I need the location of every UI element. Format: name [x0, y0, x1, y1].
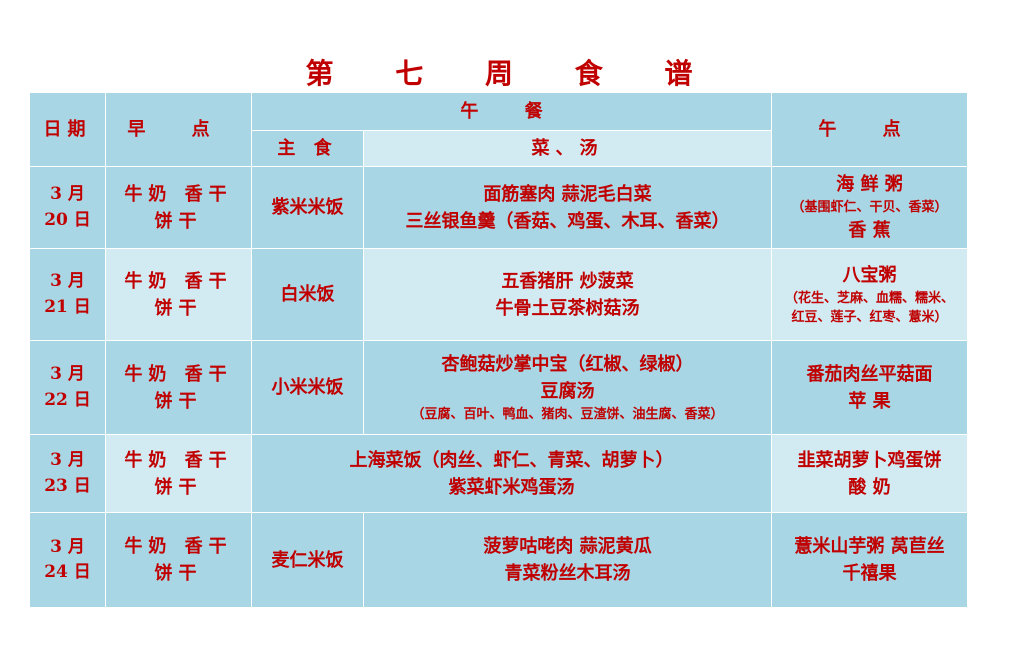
breakfast-line: 饼干: [154, 390, 203, 412]
breakfast-cell: 牛奶 香干 饼干: [105, 512, 252, 608]
header-breakfast: 早 点: [105, 92, 252, 167]
breakfast-line: 饼干: [154, 297, 203, 319]
staple-cell: 紫米米饭: [251, 166, 364, 249]
page-title: 第 七 周 食 谱: [305, 57, 719, 90]
dishes-cell: 五香猪肝 炒菠菜 牛骨土豆茶树菇汤: [363, 248, 772, 341]
breakfast-cell: 牛奶 香干 饼干: [105, 166, 252, 249]
date-month: 3 月: [50, 271, 85, 291]
date-day: 20 日: [44, 209, 91, 230]
snack-cell: 薏米山芋粥 莴苣丝 千禧果: [771, 512, 968, 608]
lunch-line: 上海菜饭（肉丝、虾仁、青菜、胡萝卜）: [349, 449, 674, 471]
table-row: 3 月 20 日 牛奶 香干 饼干 紫米米饭 面筋塞肉 蒜泥毛白菜 三丝银鱼羹（…: [29, 166, 968, 249]
breakfast-line: 牛奶 香干: [124, 183, 233, 205]
date-month: 3 月: [50, 364, 85, 384]
table-row: 3 月 22 日 牛奶 香干 饼干 小米米饭 杏鲍菇炒掌中宝（红椒、绿椒） 豆腐…: [29, 340, 968, 435]
dish-line: 牛骨土豆茶树菇汤: [495, 297, 640, 319]
date-cell: 3 月 23 日: [29, 434, 106, 513]
subheader-row: 主 食 菜、汤: [30, 130, 968, 167]
snack-cell: 韭菜胡萝卜鸡蛋饼 酸 奶: [771, 434, 968, 513]
dish-line: 青菜粉丝木耳汤: [504, 563, 631, 584]
dishes-cell: 面筋塞肉 蒜泥毛白菜 三丝银鱼羹（香菇、鸡蛋、木耳、香菜）: [363, 166, 772, 249]
date-month: 3 月: [50, 450, 85, 470]
dish-line: 菠萝咕咾肉 蒜泥黄瓜: [483, 536, 652, 557]
breakfast-line: 牛奶 香干: [124, 363, 233, 385]
snack-line: 番茄肉丝平菇面: [806, 363, 933, 385]
snack-line: 千禧果: [842, 563, 897, 584]
snack-line: 韭菜胡萝卜鸡蛋饼: [797, 449, 942, 471]
breakfast-line: 牛奶 香干: [124, 536, 233, 557]
lunch-line: 紫菜虾米鸡蛋汤: [448, 476, 575, 498]
date-cell: 3 月 20 日: [29, 166, 106, 249]
dish-line: 五香猪肝 炒菠菜: [501, 270, 634, 292]
date-cell: 3 月 24 日: [29, 512, 106, 608]
date-cell: 3 月 21 日: [29, 248, 106, 341]
breakfast-line: 饼干: [154, 563, 203, 584]
snack-line: 红豆、莲子、红枣、薏米）: [791, 310, 948, 325]
staple-cell: 白米饭: [251, 248, 364, 341]
dish-line: 杏鲍菇炒掌中宝（红椒、绿椒）: [441, 353, 694, 375]
header-lunch: 午 餐: [251, 92, 772, 131]
snack-line: 酸 奶: [848, 476, 891, 498]
date-day: 21 日: [44, 296, 91, 317]
snack-line: （花生、芝麻、血糯、糯米、: [784, 290, 954, 306]
dish-line: 三丝银鱼羹（香菇、鸡蛋、木耳、香菜）: [405, 210, 730, 232]
snack-cell: 番茄肉丝平菇面 苹 果: [771, 340, 968, 435]
breakfast-line: 牛奶 香干: [124, 449, 233, 471]
table-row: 3 月 21 日 牛奶 香干 饼干 白米饭 五香猪肝 炒菠菜 牛骨土豆茶树菇汤 …: [29, 248, 968, 341]
breakfast-line: 牛奶 香干: [124, 270, 233, 292]
date-month: 3 月: [50, 536, 85, 557]
snack-cell: 八宝粥 （花生、芝麻、血糯、糯米、 红豆、莲子、红枣、薏米）: [771, 248, 968, 341]
staple-cell: 麦仁米饭: [251, 512, 364, 608]
breakfast-cell: 牛奶 香干 饼干: [105, 340, 252, 435]
menu-table: 日期 早 点 午 餐 午 点 主 食 菜、汤 3 月 20 日 牛奶 香干 饼干…: [29, 92, 968, 608]
breakfast-cell: 牛奶 香干 饼干: [105, 434, 252, 513]
date-cell: 3 月 22 日: [29, 340, 106, 435]
snack-line: 香 蕉: [848, 220, 891, 242]
date-month: 3 月: [50, 184, 85, 204]
snack-line: （基围虾仁、干贝、香菜）: [791, 199, 948, 215]
date-day: 22 日: [44, 389, 91, 410]
date-day: 23 日: [44, 475, 91, 496]
header-date: 日期: [29, 92, 106, 167]
breakfast-line: 饼干: [154, 210, 203, 232]
dishes-cell: 杏鲍菇炒掌中宝（红椒、绿椒） 豆腐汤 （豆腐、百叶、鸭血、猪肉、豆渣饼、油生腐、…: [363, 340, 772, 435]
staple-cell: 小米米饭: [251, 340, 364, 435]
snack-line: 薏米山芋粥 莴苣丝: [794, 536, 945, 557]
table-row: 3 月 23 日 牛奶 香干 饼干 上海菜饭（肉丝、虾仁、青菜、胡萝卜） 紫菜虾…: [29, 434, 968, 513]
dishes-cell: 菠萝咕咾肉 蒜泥黄瓜 青菜粉丝木耳汤: [363, 512, 772, 608]
dish-line: 豆腐汤: [540, 380, 595, 402]
snack-line: 八宝粥: [842, 264, 897, 286]
header-row: 日期 早 点 午 餐 午 点: [29, 92, 968, 167]
dish-line: 面筋塞肉 蒜泥毛白菜: [483, 183, 652, 205]
header-staple: 主 食: [251, 130, 364, 167]
lunch-combined-cell: 上海菜饭（肉丝、虾仁、青菜、胡萝卜） 紫菜虾米鸡蛋汤: [251, 434, 772, 513]
dish-line: （豆腐、百叶、鸭血、猪肉、豆渣饼、油生腐、香菜）: [411, 406, 724, 422]
header-dishes: 菜、汤: [363, 130, 772, 167]
breakfast-line: 饼干: [154, 476, 203, 498]
snack-line: 苹 果: [848, 390, 891, 412]
breakfast-cell: 牛奶 香干 饼干: [105, 248, 252, 341]
snack-cell: 海 鲜 粥 （基围虾仁、干贝、香菜） 香 蕉: [771, 166, 968, 249]
table-row: 3 月 24 日 牛奶 香干 饼干 麦仁米饭 菠萝咕咾肉 蒜泥黄瓜 青菜粉丝木耳…: [29, 512, 968, 608]
date-day: 24 日: [44, 562, 91, 582]
snack-line: 海 鲜 粥: [836, 173, 903, 195]
header-snack: 午 点: [771, 92, 968, 167]
